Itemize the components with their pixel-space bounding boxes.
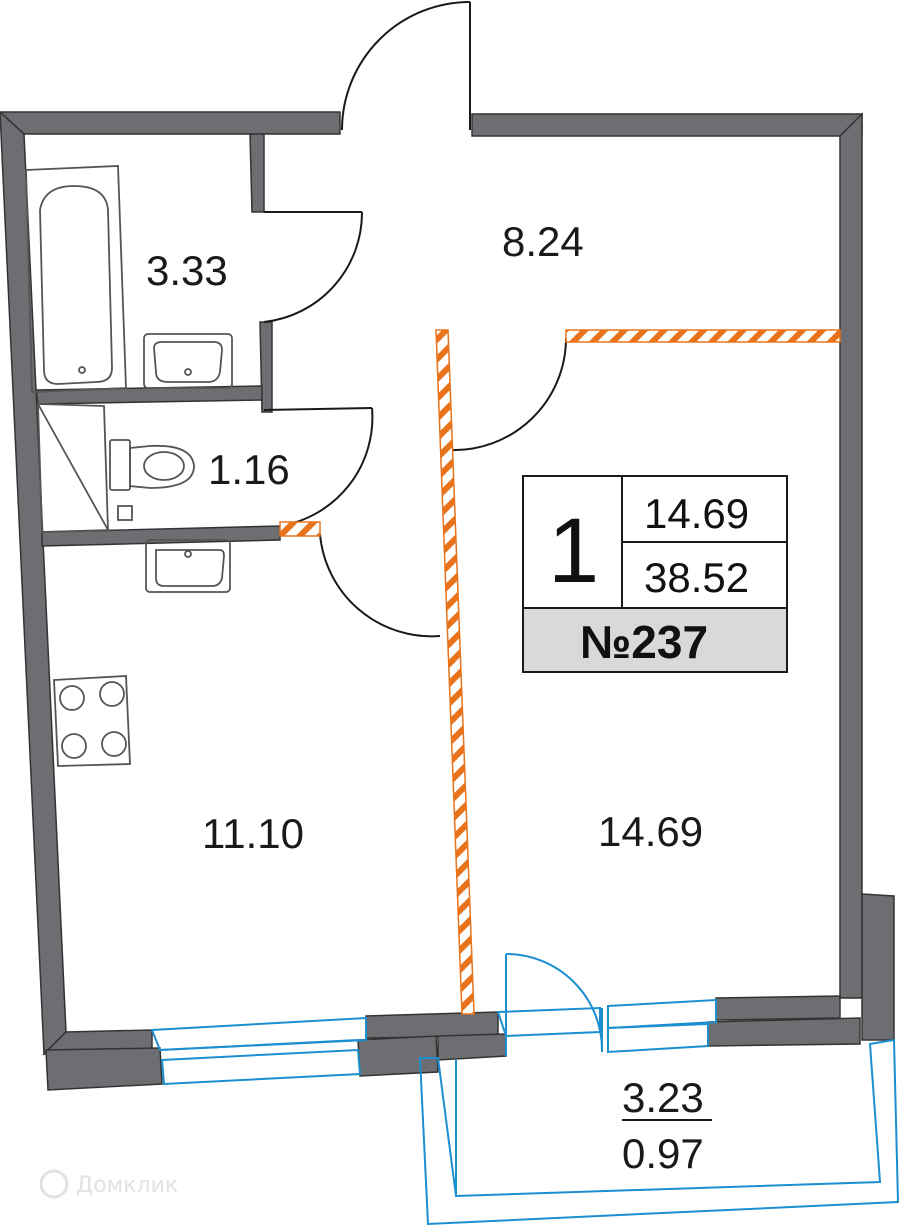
room-area-bathroom: 3.33 [146,247,228,294]
cooktop-icon [53,675,131,767]
room-area-kitchen: 11.10 [202,810,304,857]
entrance-door [341,1,471,131]
living-room-door [449,337,567,452]
watermark-text: Домклик [76,1173,178,1198]
toilet-icon [109,439,195,521]
legend-apartment-number: №237 [580,616,708,668]
legend-living-area: 14.69 [644,490,749,537]
shower-icon [37,403,109,533]
balcony-door [505,953,603,1056]
balcony-area: 3.23 [622,1074,704,1121]
partitions [279,329,841,1015]
watermark: Домклик [39,1169,178,1199]
bathroom-sink-icon [143,333,233,389]
legend-total-area: 38.52 [644,554,749,601]
apartment-legend: 1 14.69 38.52 №237 [522,475,788,673]
balcony-area-reduced: 0.97 [622,1130,704,1177]
watermark-logo-icon [39,1169,69,1199]
windows [150,998,717,1086]
bathroom-door [263,211,364,323]
bathtub-icon [25,165,127,393]
kitchen-door [319,533,441,638]
room-area-living: 14.69 [598,808,703,855]
balcony [418,1038,900,1226]
kitchen-sink-icon [145,539,231,593]
legend-room-count: 1 [548,500,599,602]
room-area-hallway: 8.24 [502,218,584,265]
toilet-door [263,407,374,527]
room-area-toilet: 1.16 [208,446,290,493]
